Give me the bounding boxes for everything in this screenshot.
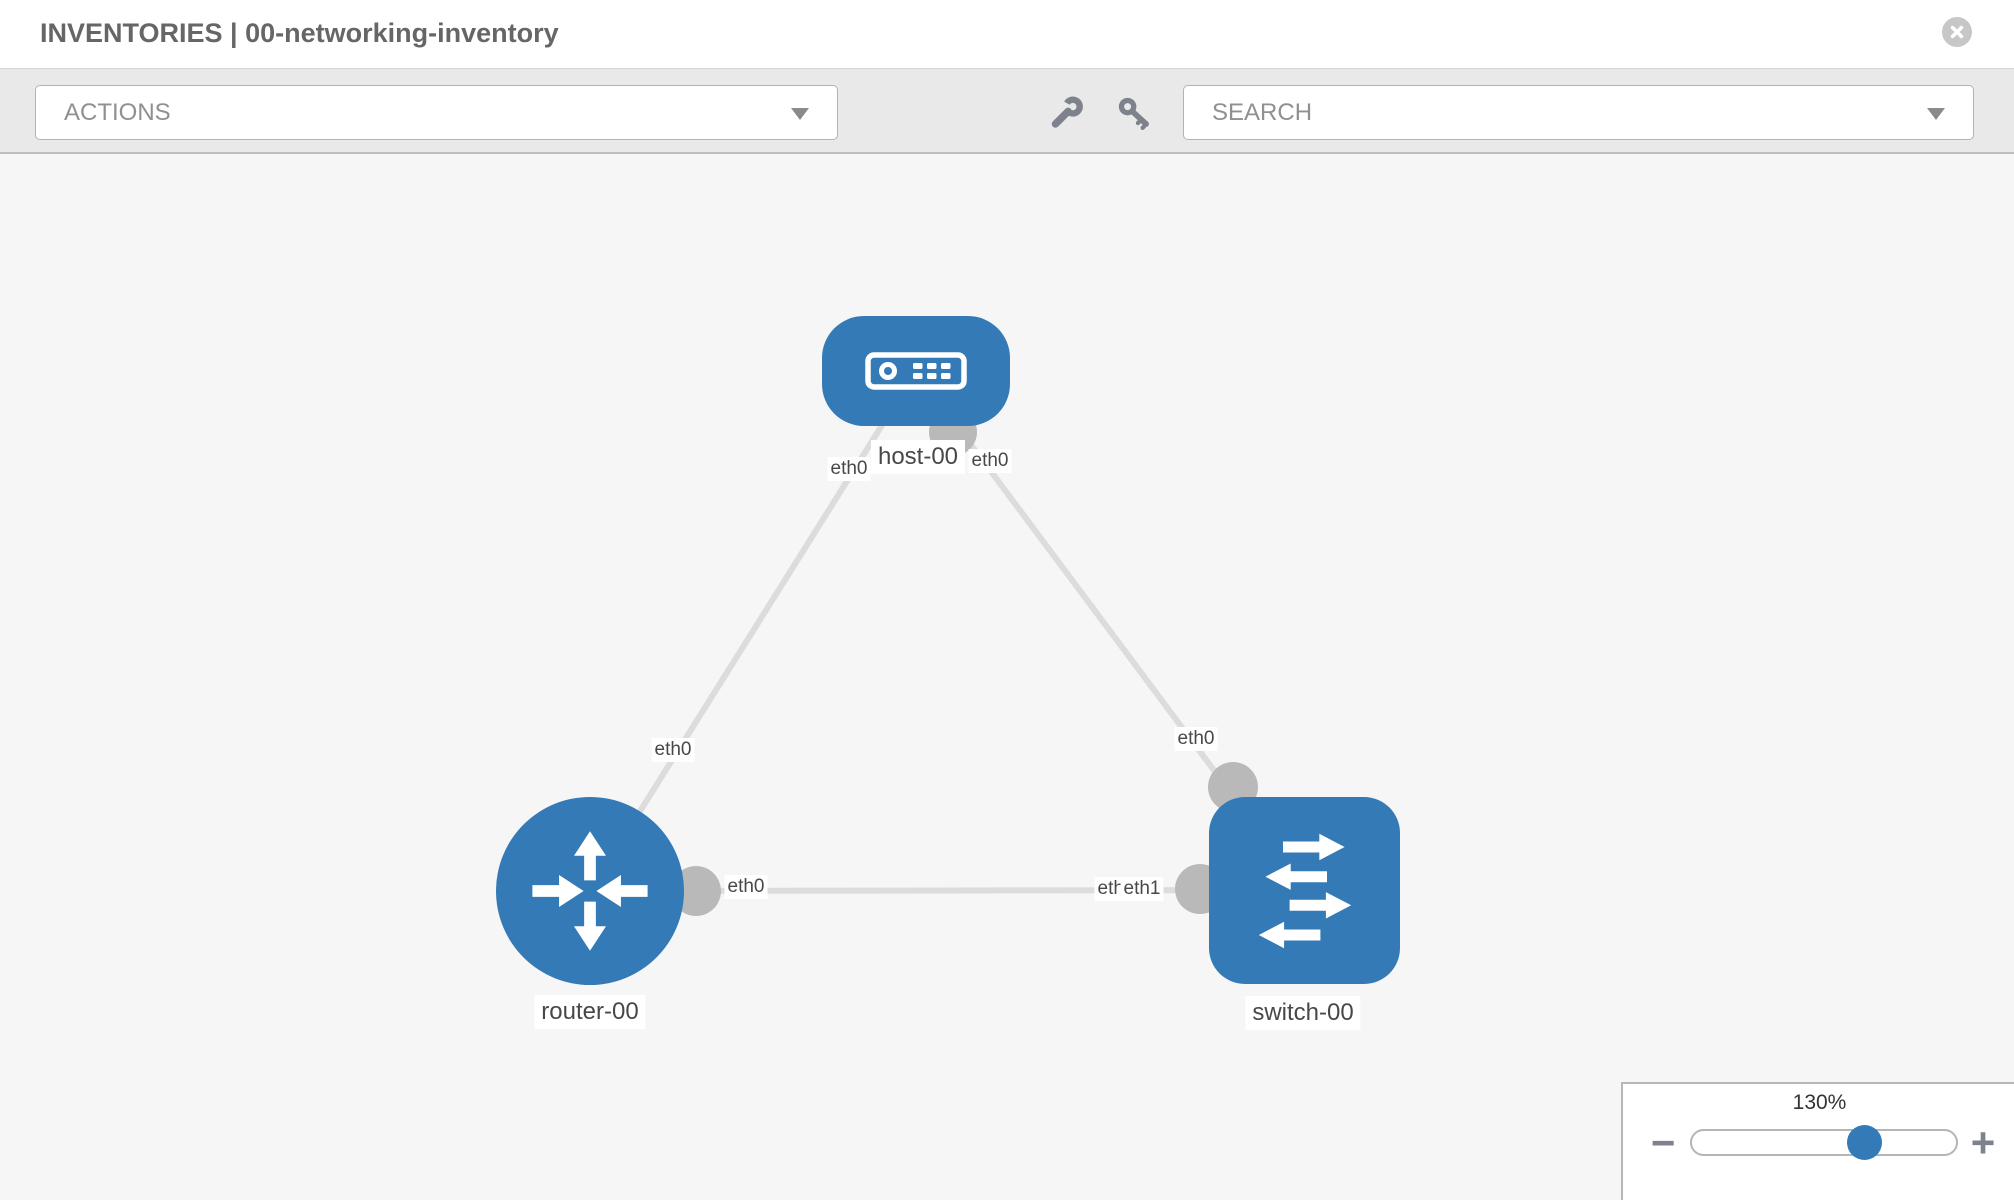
zoom-widget: 130% − + [1621, 1082, 2014, 1200]
toolbar: ACTIONS [0, 69, 2014, 154]
zoom-out-button[interactable]: − [1641, 1119, 1685, 1166]
zoom-slider-knob[interactable] [1847, 1125, 1882, 1160]
zoom-slider-track[interactable] [1690, 1129, 1958, 1156]
close-button[interactable] [1942, 17, 1972, 47]
page-title: INVENTORIES | 00-networking-inventory [40, 18, 559, 48]
iface-label-switch-port-front: eth1 [1120, 877, 1164, 901]
iface-label-host-left: eth0 [827, 457, 871, 481]
chevron-down-icon [791, 107, 809, 120]
iface-label-host-switch-mid: eth0 [1174, 727, 1218, 751]
node-router-00[interactable] [496, 797, 684, 985]
node-label-switch: switch-00 [1245, 996, 1361, 1030]
iface-label-host-router-mid: eth0 [651, 738, 695, 762]
minus-icon: − [1650, 1119, 1676, 1166]
host-icon [864, 350, 968, 392]
switch-icon [1239, 825, 1371, 957]
topology-canvas[interactable]: host-00 eth0 eth0 eth0 eth0 eth0 eth0 et… [0, 154, 2014, 1200]
window-header: INVENTORIES | 00-networking-inventory [0, 0, 2014, 69]
port-circle-router [671, 866, 721, 916]
search-placeholder: SEARCH [1212, 98, 1313, 126]
router-icon [526, 827, 654, 955]
credentials-button[interactable] [1113, 92, 1157, 136]
zoom-in-button[interactable]: + [1961, 1119, 2005, 1166]
actions-dropdown[interactable]: ACTIONS [35, 85, 838, 140]
actions-dropdown-label: ACTIONS [64, 98, 171, 126]
node-host-00[interactable] [822, 316, 1010, 426]
key-icon [1116, 95, 1154, 133]
search-dropdown[interactable]: SEARCH [1183, 85, 1974, 140]
node-switch-00[interactable] [1209, 797, 1400, 984]
plus-icon: + [1970, 1119, 1996, 1166]
chevron-down-icon [1927, 107, 1945, 120]
node-label-router: router-00 [534, 995, 646, 1029]
links-layer [587, 369, 1307, 916]
wrench-icon [1047, 95, 1085, 133]
node-label-host: host-00 [870, 440, 966, 474]
iface-label-host-right: eth0 [968, 449, 1012, 473]
iface-label-router-port: eth0 [724, 875, 768, 899]
zoom-level: 130% [1792, 1091, 1847, 1114]
close-icon [1949, 24, 1965, 40]
configure-button[interactable] [1044, 92, 1088, 136]
